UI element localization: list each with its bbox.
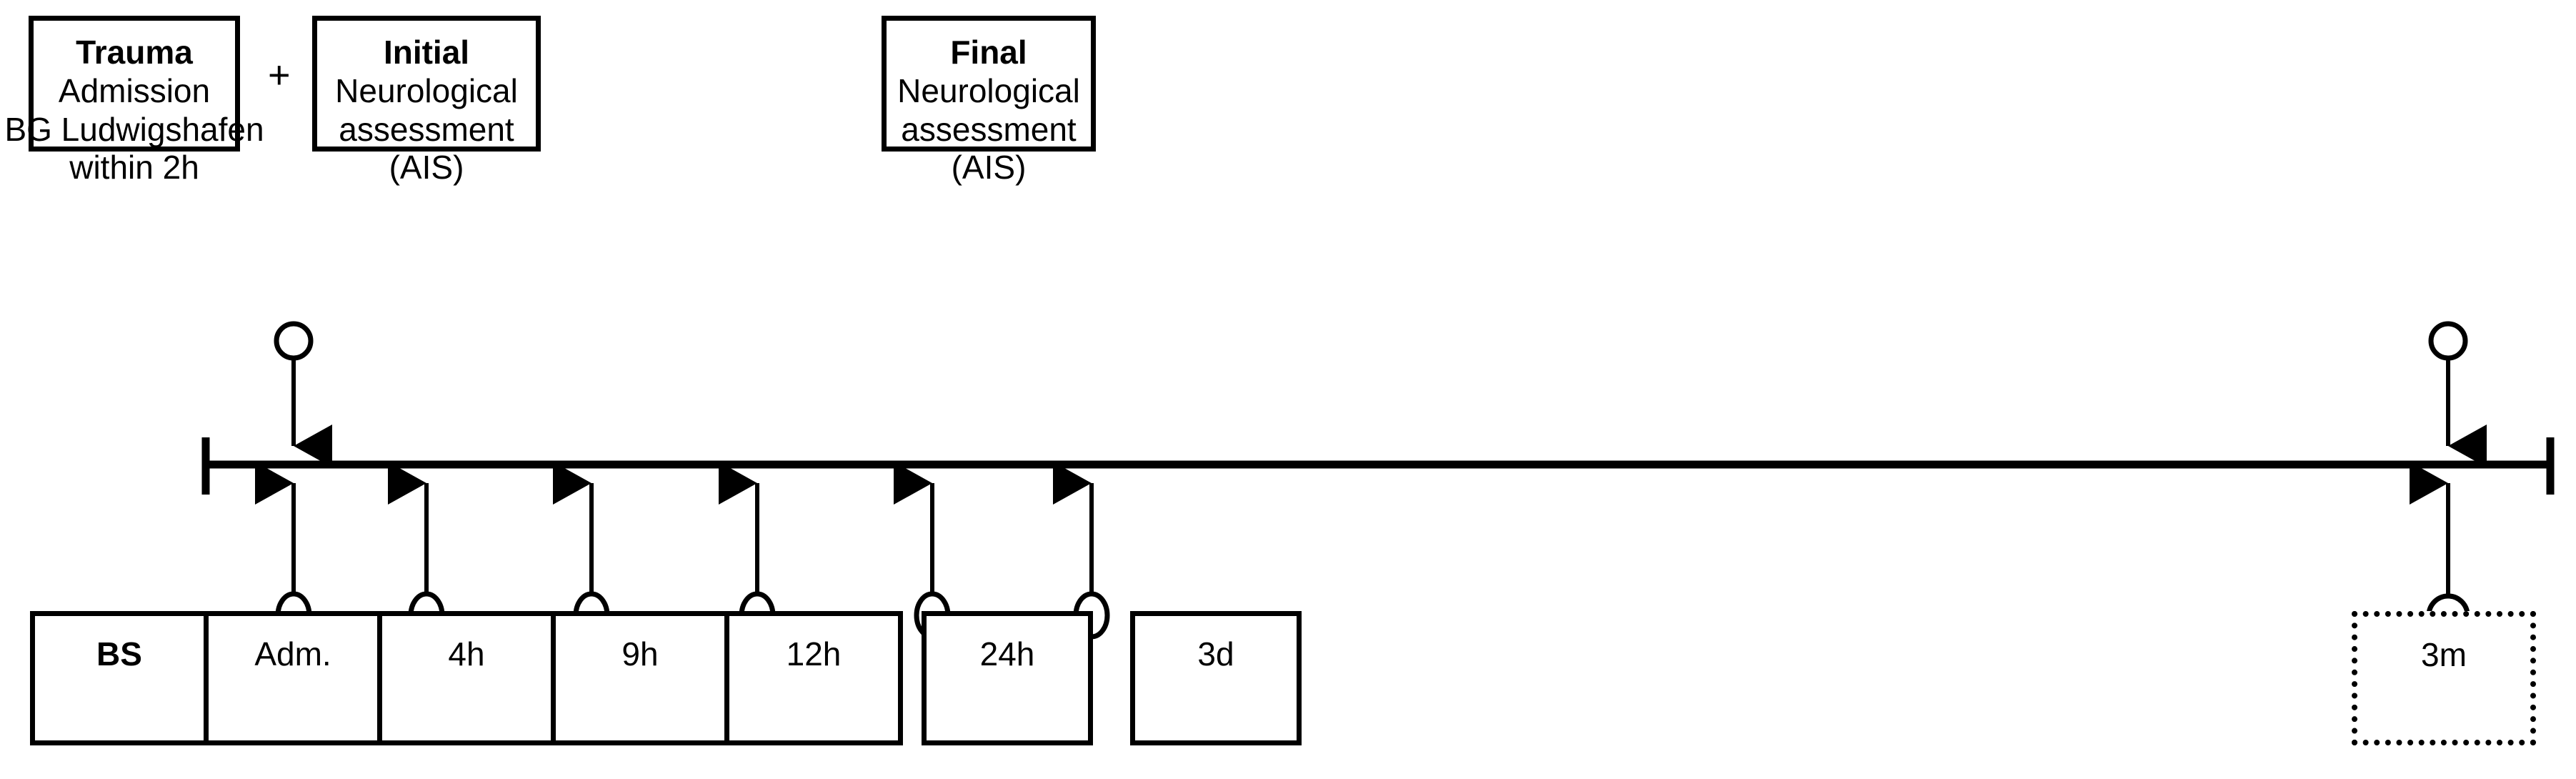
timepoint-label-3m: 3m xyxy=(2421,636,2467,673)
box-trauma-line-1: Trauma xyxy=(76,34,193,71)
timepoint-label-3d: 3d xyxy=(1197,635,1234,673)
box-initial-line-2: Neurological xyxy=(335,71,518,109)
timeline-axis xyxy=(201,437,2555,495)
timepoint-label-9h: 9h xyxy=(621,635,659,673)
timepoint-label-bs: BS xyxy=(96,635,142,673)
box-trauma-line-2: Admission xyxy=(58,71,211,109)
timepoint-cell-3m[interactable]: 3m xyxy=(2352,611,2536,745)
timepoint-cell-9h[interactable]: 9h xyxy=(551,611,729,745)
box-trauma-admission[interactable]: Trauma Admission BG Ludwigshafen within … xyxy=(4,16,264,186)
box-initial-assessment[interactable]: Initial Neurological assessment (AIS) xyxy=(312,16,541,186)
timepoint-cell-adm[interactable]: Adm. xyxy=(204,611,382,745)
box-initial-line-1: Initial xyxy=(383,34,470,71)
timepoint-label-adm: Adm. xyxy=(254,635,331,673)
timepoint-cell-12h[interactable]: 12h xyxy=(724,611,903,745)
box-trauma-line-3: BG Ludwigshafen xyxy=(4,110,264,148)
connector-node-final xyxy=(2428,321,2468,361)
connector-node-trauma xyxy=(274,321,314,361)
connector-final-to-timeline xyxy=(2428,321,2487,467)
timepoint-label-12h: 12h xyxy=(786,635,842,673)
box-final-assessment[interactable]: Final Neurological assessment (AIS) xyxy=(882,16,1096,186)
timepoint-cell-24h[interactable]: 24h xyxy=(922,611,1093,745)
box-final-line-3: assessment xyxy=(901,110,1077,148)
timepoint-label-4h: 4h xyxy=(448,635,485,673)
timepoint-cell-bs[interactable]: BS xyxy=(30,611,209,745)
timepoint-label-24h: 24h xyxy=(979,635,1035,673)
box-final-line-1: Final xyxy=(950,34,1027,71)
timepoint-cell-4h[interactable]: 4h xyxy=(377,611,556,745)
box-final-line-2: Neurological xyxy=(897,71,1080,109)
connector-trauma-to-timeline xyxy=(274,321,332,467)
box-final-line-4: (AIS) xyxy=(951,149,1027,187)
plus-operator: + xyxy=(268,54,291,96)
box-initial-line-3: assessment xyxy=(339,110,514,148)
box-initial-line-4: (AIS) xyxy=(389,149,464,187)
box-trauma-line-4: within 2h xyxy=(69,149,199,187)
timepoint-cell-3d[interactable]: 3d xyxy=(1130,611,1302,745)
